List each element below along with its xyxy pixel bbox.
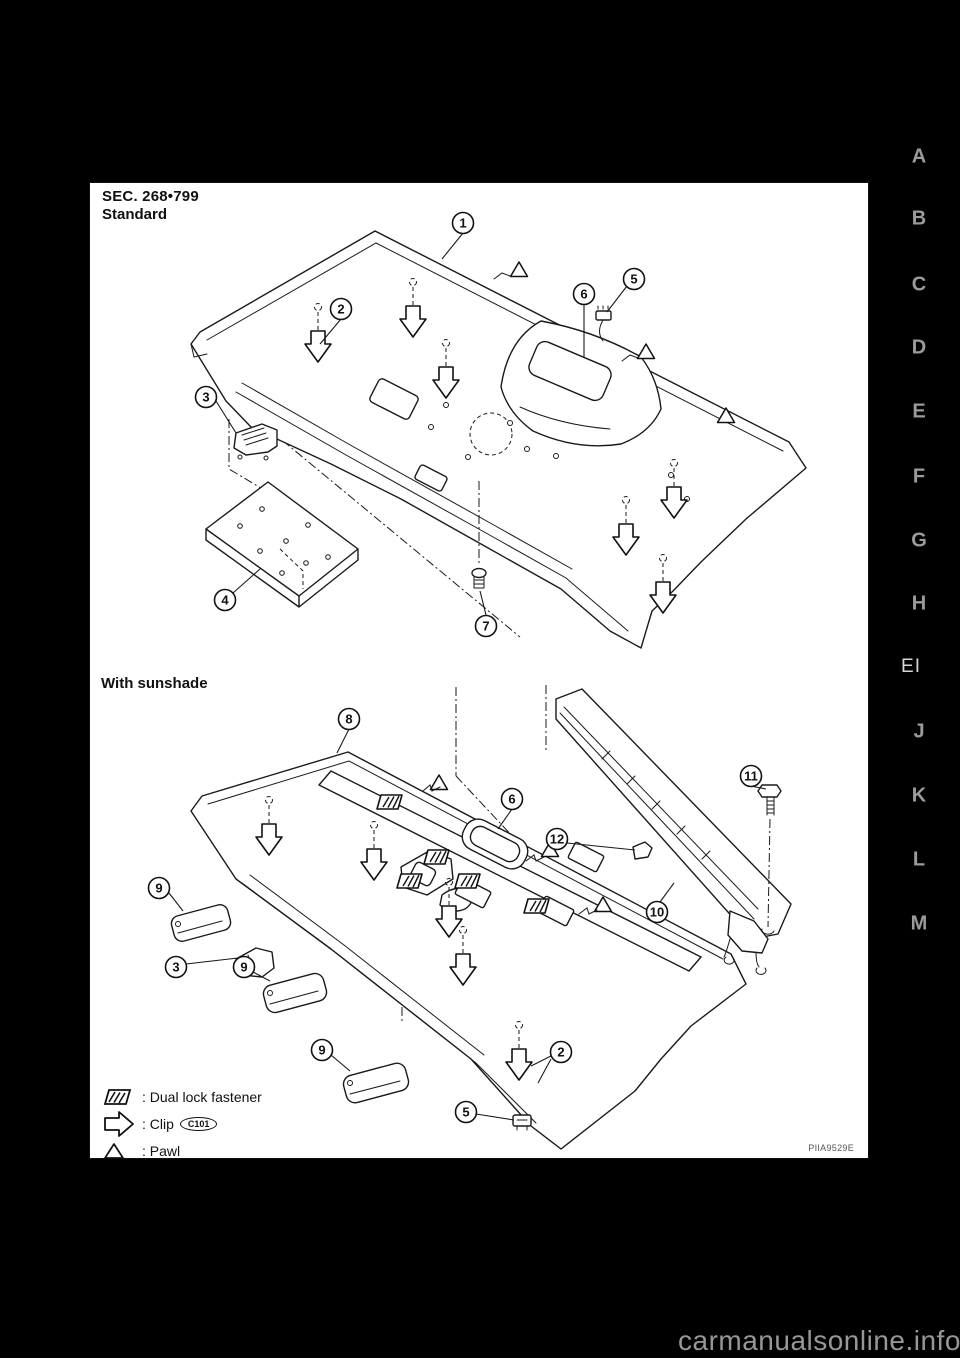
svg-text:3: 3 — [202, 390, 209, 405]
callout-11: 11 — [739, 764, 763, 788]
callout-6b: 6 — [500, 787, 524, 811]
svg-text:9: 9 — [155, 881, 162, 896]
callout-2b: 2 — [549, 1040, 573, 1064]
callout-12: 12 — [545, 827, 569, 851]
svg-text:5: 5 — [462, 1105, 469, 1120]
dual-lock-symbol — [523, 898, 550, 914]
section-tab-h: H — [911, 592, 927, 615]
section-tab-b: B — [911, 207, 927, 230]
section-tab-ei-current: EI — [901, 656, 921, 677]
clip-connector-tag: C101 — [179, 1116, 218, 1131]
svg-text:3: 3 — [172, 960, 179, 975]
sunshade-lid — [461, 818, 529, 870]
svg-text:9: 9 — [318, 1043, 325, 1058]
shelf-bracket — [233, 423, 278, 461]
shelf-pad — [170, 904, 232, 942]
section-tab-a: A — [911, 145, 927, 168]
legend-row-clip: : Clip C101 — [102, 1110, 362, 1137]
dual-lock-symbol — [376, 794, 403, 810]
stop-lamp-cover — [500, 320, 662, 447]
callout-9b: 9 — [232, 955, 256, 979]
callout-10: 10 — [645, 900, 669, 924]
section-tab-j: J — [913, 720, 925, 743]
svg-text:2: 2 — [337, 302, 344, 317]
svg-text:6: 6 — [508, 792, 515, 807]
legend-dual-lock-label: : Dual lock fastener — [142, 1088, 262, 1105]
legend-pawl-label: : Pawl — [142, 1142, 181, 1159]
svg-text:12: 12 — [550, 832, 564, 847]
svg-text:4: 4 — [221, 593, 229, 608]
section-code: SEC. 268•799 — [102, 188, 199, 205]
svg-text:9: 9 — [240, 960, 247, 975]
variant-sunshade-label: With sunshade — [101, 675, 208, 692]
callout-2: 2 — [329, 297, 353, 321]
screw — [471, 481, 487, 589]
parcel-shelf-finisher — [190, 230, 807, 649]
callout-3: 3 — [194, 385, 218, 409]
shelf-board — [205, 481, 359, 608]
svg-text:2: 2 — [557, 1045, 564, 1060]
svg-text:5: 5 — [630, 272, 637, 287]
callout-6: 6 — [572, 282, 596, 306]
callout-5b: 5 — [454, 1100, 478, 1124]
section-tab-d: D — [911, 336, 927, 359]
alignment-line — [229, 396, 521, 638]
guide-clip — [632, 841, 653, 860]
diagram-frame: SEC. 268•799 Standard With sunshade — [89, 182, 869, 1159]
svg-text:10: 10 — [650, 905, 664, 920]
section-tab-l: L — [912, 848, 926, 871]
callout-9a: 9 — [147, 876, 171, 900]
svg-text:7: 7 — [482, 619, 489, 634]
section-tab-e: E — [912, 400, 926, 423]
callout-1: 1 — [451, 211, 475, 235]
section-tab-g: G — [911, 529, 927, 552]
legend: : Dual lock fastener : Clip C101 : Pawl — [102, 1083, 362, 1164]
dual-lock-symbol — [454, 873, 481, 889]
variant-standard-label: Standard — [102, 206, 168, 223]
dual-lock-symbol — [396, 873, 423, 889]
callout-3b: 3 — [164, 955, 188, 979]
standard-exploded-diagram: 1 2 3 4 5 6 7 — [190, 211, 807, 649]
svg-text:6: 6 — [580, 287, 587, 302]
legend-row-dual-lock: : Dual lock fastener — [102, 1083, 362, 1110]
sunshade-exploded-diagram: 8 11 6 12 10 9 3 9 9 2 5 — [147, 685, 792, 1150]
section-tab-c: C — [911, 273, 927, 296]
section-tab-m: M — [910, 912, 928, 935]
harness-connector — [512, 1114, 532, 1131]
dual-lock-symbol — [423, 849, 450, 865]
legend-clip-label: : Clip — [142, 1115, 174, 1132]
callout-4: 4 — [213, 588, 237, 612]
section-tab-f: F — [912, 465, 926, 488]
sunshade-assembly — [555, 688, 792, 975]
figure-code: PIIA9529E — [808, 1143, 854, 1153]
pawl-symbol — [509, 261, 529, 278]
speaker-hole-mark — [469, 412, 513, 456]
callout-7: 7 — [474, 614, 498, 638]
pawl-symbol — [636, 343, 656, 360]
section-tab-k: K — [911, 784, 927, 807]
svg-text:8: 8 — [345, 712, 352, 727]
shelf-pad — [262, 972, 328, 1014]
legend-row-pawl: : Pawl — [102, 1137, 362, 1164]
callout-8: 8 — [337, 707, 361, 731]
svg-text:1: 1 — [459, 216, 466, 231]
site-watermark: carmanualsonline.info — [678, 1325, 960, 1356]
shelf-pad — [342, 1062, 410, 1104]
lamp-connector — [595, 305, 612, 342]
callout-9c: 9 — [310, 1038, 334, 1062]
svg-text:11: 11 — [744, 769, 758, 784]
callout-5: 5 — [622, 267, 646, 291]
